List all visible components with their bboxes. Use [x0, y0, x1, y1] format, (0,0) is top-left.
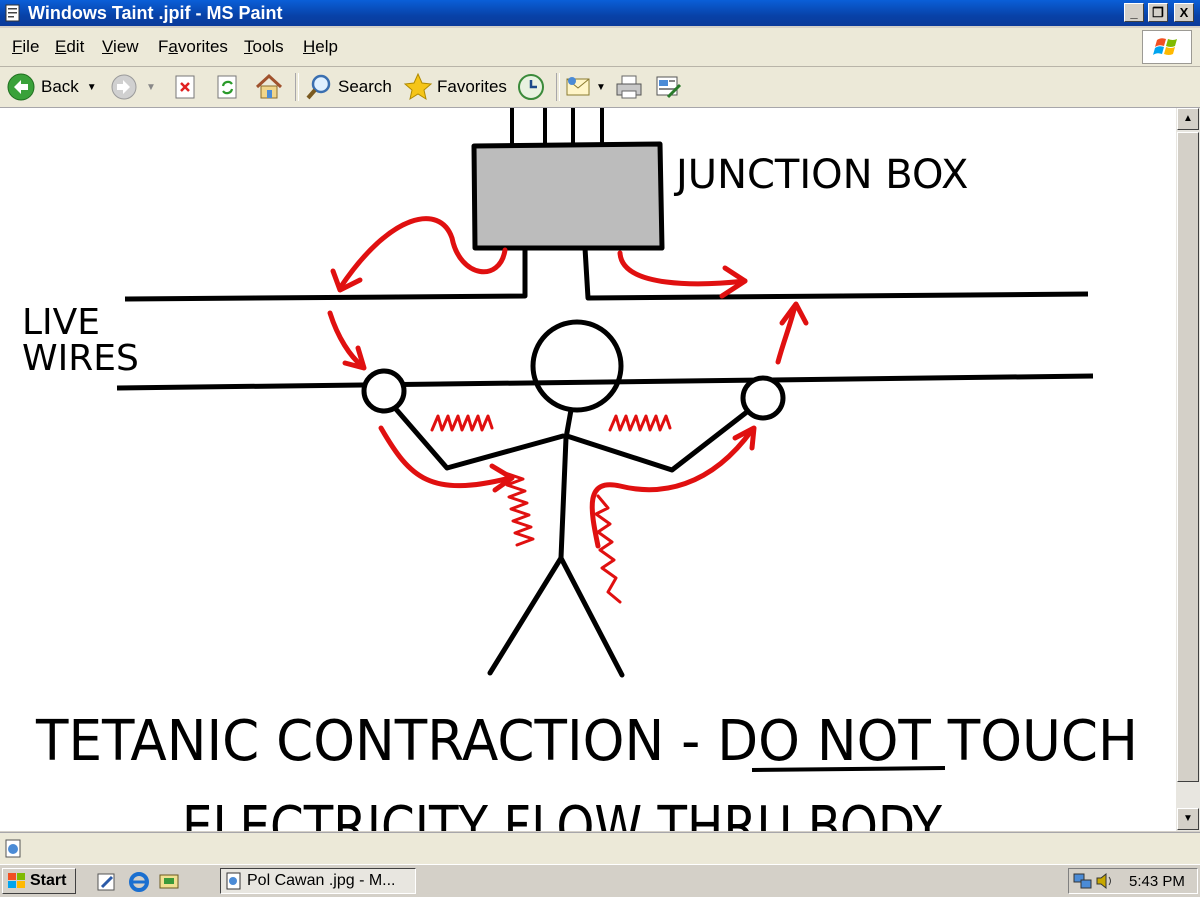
history-icon: [518, 74, 544, 100]
search-icon: [306, 74, 331, 100]
favorites-star-icon: [403, 72, 433, 101]
network-icon[interactable]: [1073, 872, 1093, 890]
system-tray: 5:43 PM: [1068, 868, 1198, 894]
menu-bar: File Edit View Favorites Tools Help: [0, 28, 1200, 67]
menu-view[interactable]: View: [102, 37, 139, 56]
headline: TETANIC CONTRACTION - DO NOT TOUCH: [35, 709, 1138, 774]
edit-button[interactable]: [654, 72, 684, 102]
home-button[interactable]: [254, 72, 284, 102]
stick-figure: [361, 319, 786, 678]
quicklaunch-edit-icon[interactable]: [96, 871, 118, 893]
windows-flag-icon: [8, 873, 25, 888]
history-button[interactable]: [516, 72, 546, 102]
scroll-thumb[interactable]: [1177, 132, 1199, 782]
electric-shock-drawing: JUNCTION BOX LIVE WIRES TETANIC CONTRACT…: [22, 108, 1138, 831]
taskbar: Start Pol Cawan .jpg - M... 5:43 PM: [0, 864, 1200, 897]
print-button[interactable]: [614, 72, 644, 102]
minimize-button[interactable]: _: [1124, 3, 1144, 22]
live-wires-label-line2: WIRES: [22, 338, 139, 379]
refresh-icon: [217, 75, 237, 99]
start-button[interactable]: Start: [2, 868, 76, 894]
back-label: Back: [41, 77, 79, 96]
vertical-scrollbar[interactable]: ▲ ▼: [1176, 108, 1200, 831]
forward-button[interactable]: ▼: [110, 72, 156, 102]
menu-file[interactable]: File: [12, 37, 40, 56]
refresh-button[interactable]: [216, 72, 240, 102]
forward-arrow-icon: [111, 74, 137, 100]
windows-logo-icon: [1142, 30, 1192, 64]
window-title: Windows Taint .jpif - MS Paint: [28, 3, 283, 23]
scroll-down-arrow-icon[interactable]: ▼: [1177, 808, 1199, 830]
status-bar: [0, 832, 1200, 865]
junction-box-label: JUNCTION BOX: [673, 152, 968, 198]
menu-edit[interactable]: Edit: [55, 37, 85, 56]
scroll-up-arrow-icon[interactable]: ▲: [1177, 108, 1199, 130]
edit-page-icon: [656, 76, 682, 99]
taskbar-item-paint[interactable]: Pol Cawan .jpg - M...: [220, 868, 416, 894]
stop-icon: [175, 75, 195, 99]
stop-button[interactable]: [174, 72, 198, 102]
menu-help[interactable]: Help: [303, 37, 338, 56]
mail-icon: [566, 77, 590, 96]
paint-canvas[interactable]: JUNCTION BOX LIVE WIRES TETANIC CONTRACT…: [0, 108, 1176, 831]
taskbar-item-label: Pol Cawan .jpg - M...: [247, 872, 396, 889]
mail-button[interactable]: ▼: [564, 72, 606, 102]
search-label: Search: [338, 77, 392, 96]
favorites-label: Favorites: [437, 77, 507, 96]
emphasis-underline: [751, 766, 946, 772]
favorites-button[interactable]: Favorites: [403, 72, 507, 102]
mail-dropdown-icon[interactable]: ▼: [596, 81, 606, 93]
toolbar: Back ▼ ▼ Search: [0, 67, 1200, 108]
clock[interactable]: 5:43 PM: [1129, 873, 1185, 890]
paint-task-icon: [226, 872, 241, 890]
start-label: Start: [30, 872, 67, 889]
close-button[interactable]: X: [1174, 3, 1194, 22]
maximize-button[interactable]: ❐: [1148, 3, 1168, 22]
back-dropdown-icon[interactable]: ▼: [86, 81, 97, 93]
menu-favorites[interactable]: Favorites: [158, 37, 228, 56]
paint-app-icon: [5, 4, 20, 22]
forward-dropdown-icon[interactable]: ▼: [146, 81, 156, 93]
volume-icon[interactable]: [1095, 872, 1115, 890]
title-bar[interactable]: Windows Taint .jpif - MS Paint _ ❐ X: [0, 0, 1200, 26]
current-flow-arrows: [327, 216, 809, 604]
subline: ELECTRICITY FLOW THRU BODY: [182, 795, 943, 831]
printer-icon: [616, 75, 642, 99]
live-wires-label-line1: LIVE: [22, 302, 100, 343]
search-button[interactable]: Search: [304, 72, 392, 102]
home-icon: [255, 73, 283, 99]
junction-box: [471, 141, 665, 251]
back-button[interactable]: Back ▼: [6, 72, 97, 102]
page-status-icon: [5, 839, 21, 858]
show-desktop-icon[interactable]: [158, 871, 180, 893]
back-arrow-icon: [7, 73, 35, 101]
menu-tools[interactable]: Tools: [244, 37, 284, 56]
internet-explorer-icon[interactable]: [128, 871, 150, 893]
